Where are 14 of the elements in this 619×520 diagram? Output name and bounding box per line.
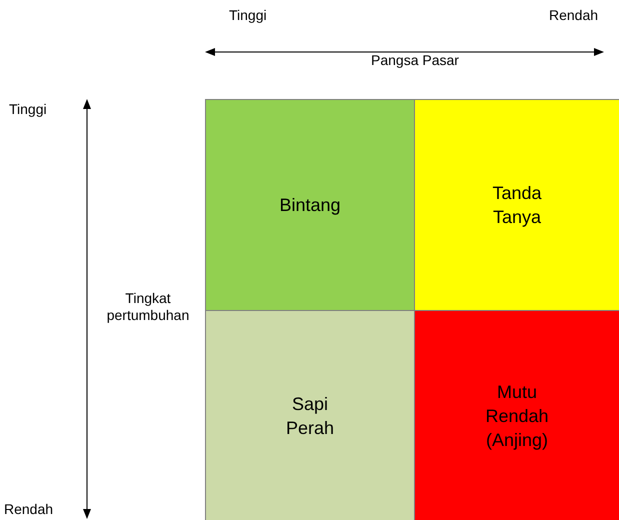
quadrant-label: Sapi Perah <box>284 392 336 440</box>
quadrant-box <box>205 310 415 520</box>
quadrant-label: Tanda Tanya <box>491 182 543 229</box>
axis-label: Rendah <box>4 501 54 518</box>
axis-label: Tinggi <box>229 7 267 24</box>
axis-label: Pangsa Pasar <box>370 52 460 69</box>
axis-label: Tingkat pertumbuhan <box>106 290 190 324</box>
quadrant-label: Bintang <box>278 194 342 217</box>
quadrant-label: Mutu Rendah (Anjing) <box>484 380 550 452</box>
quadrant-box <box>205 99 415 311</box>
quadrant-box <box>414 310 619 520</box>
axis-label: Rendah <box>549 7 598 24</box>
axis-label: Tinggi <box>9 101 47 118</box>
quadrant-box <box>414 99 619 311</box>
